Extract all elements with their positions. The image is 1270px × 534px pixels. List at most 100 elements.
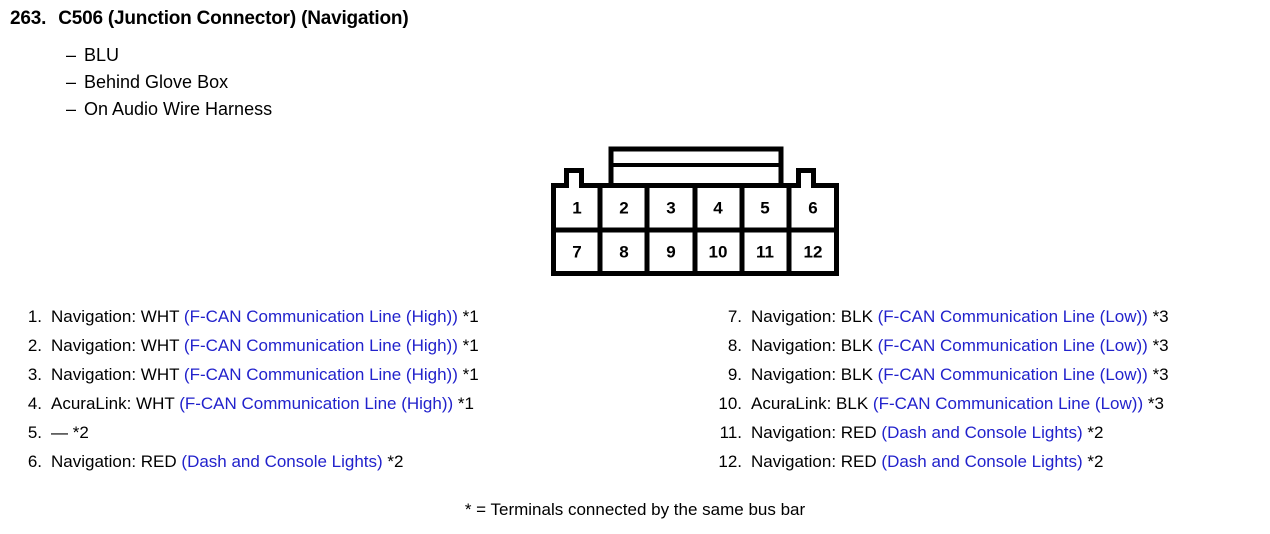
pin-cell-12: 12 bbox=[804, 242, 823, 261]
pin-footnote-marker: *3 bbox=[1147, 394, 1164, 413]
pin-cell-6: 6 bbox=[808, 198, 817, 217]
title-number: 263. bbox=[10, 8, 47, 29]
footnote: * = Terminals connected by the same bus … bbox=[464, 500, 806, 519]
pin-row: 8. Navigation: BLK (F-CAN Communication … bbox=[714, 336, 1270, 365]
pin-description: Navigation: WHT (F-CAN Communication Lin… bbox=[51, 336, 479, 356]
pin-row: 10. AcuraLink: BLK (F-CAN Communication … bbox=[714, 394, 1270, 423]
pin-circuit: AcuraLink: WHT bbox=[51, 394, 175, 413]
pin-description: Navigation: RED (Dash and Console Lights… bbox=[751, 423, 1104, 443]
pin-footnote-marker: *2 bbox=[1087, 452, 1104, 471]
dash-marker: – bbox=[66, 45, 77, 65]
pin-footnote-marker: *1 bbox=[462, 365, 479, 384]
pin-number: 12. bbox=[718, 452, 742, 471]
dash-marker: – bbox=[66, 99, 77, 119]
pin-cell-4: 4 bbox=[713, 198, 723, 217]
connector-attributes: –BLU –Behind Glove Box –On Audio Wire Ha… bbox=[66, 42, 272, 123]
pin-signal: (F-CAN Communication Line (Low)) bbox=[877, 336, 1148, 355]
connector-latch-tab bbox=[608, 146, 784, 189]
title-text: C506 (Junction Connector) (Navigation) bbox=[58, 8, 409, 29]
pin-cell-10: 10 bbox=[709, 242, 728, 261]
pin-number: 8. bbox=[727, 336, 742, 355]
pin-circuit: Navigation: BLK bbox=[751, 365, 873, 384]
attribute-label: On Audio Wire Harness bbox=[84, 99, 273, 119]
pin-footnote-marker: *1 bbox=[457, 394, 474, 413]
pin-circuit: Navigation: WHT bbox=[51, 365, 180, 384]
pin-signal: (F-CAN Communication Line (Low)) bbox=[872, 394, 1144, 413]
pin-signal: (Dash and Console Lights) bbox=[881, 423, 1083, 442]
pin-number: 9. bbox=[727, 365, 742, 384]
pin-circuit: — bbox=[51, 423, 68, 442]
pin-row: 6. Navigation: RED (Dash and Console Lig… bbox=[14, 452, 614, 481]
pin-cell-1: 1 bbox=[572, 198, 581, 217]
pin-circuit: AcuraLink: BLK bbox=[751, 394, 869, 413]
pin-circuit: Navigation: BLK bbox=[751, 336, 873, 355]
pin-description: — *2 bbox=[51, 423, 89, 443]
pin-footnote-marker: *2 bbox=[387, 452, 404, 471]
pin-number: 2. bbox=[27, 336, 42, 355]
pin-row: 9. Navigation: BLK (F-CAN Communication … bbox=[714, 365, 1270, 394]
pin-description: Navigation: BLK (F-CAN Communication Lin… bbox=[751, 336, 1169, 356]
pin-description: Navigation: RED (Dash and Console Lights… bbox=[751, 452, 1104, 472]
page-title: 263. C506 (Junction Connector) (Navigatio… bbox=[10, 8, 409, 30]
pin-signal: (F-CAN Communication Line (High)) bbox=[183, 336, 458, 355]
pin-cell-9: 9 bbox=[666, 242, 675, 261]
attribute-item: –BLU bbox=[66, 42, 272, 69]
pin-cell-11: 11 bbox=[756, 242, 774, 261]
pin-circuit: Navigation: WHT bbox=[51, 336, 180, 355]
pin-description: AcuraLink: BLK (F-CAN Communication Line… bbox=[751, 394, 1164, 414]
pin-signal: (Dash and Console Lights) bbox=[181, 452, 383, 471]
pin-number: 10. bbox=[718, 394, 742, 413]
pin-number: 3. bbox=[27, 365, 42, 384]
connector-diagram: 1 2 3 4 5 6 7 8 9 10 11 12 bbox=[549, 143, 841, 278]
pin-circuit: Navigation: BLK bbox=[751, 307, 873, 326]
pin-cell-7: 7 bbox=[572, 242, 581, 261]
pin-cell-2: 2 bbox=[619, 198, 628, 217]
pin-description: Navigation: BLK (F-CAN Communication Lin… bbox=[751, 365, 1169, 385]
pin-description: AcuraLink: WHT (F-CAN Communication Line… bbox=[51, 394, 474, 414]
pin-signal: (F-CAN Communication Line (High)) bbox=[179, 394, 454, 413]
pin-cell-5: 5 bbox=[760, 198, 769, 217]
pin-list-left: 1. Navigation: WHT (F-CAN Communication … bbox=[14, 307, 614, 481]
pin-row: 3. Navigation: WHT (F-CAN Communication … bbox=[14, 365, 614, 394]
pin-number: 7. bbox=[727, 307, 742, 326]
pin-row: 4. AcuraLink: WHT (F-CAN Communication L… bbox=[14, 394, 614, 423]
pin-list-right: 7. Navigation: BLK (F-CAN Communication … bbox=[714, 307, 1270, 481]
pin-number: 4. bbox=[27, 394, 42, 413]
attribute-label: Behind Glove Box bbox=[84, 72, 229, 92]
pin-row: 7. Navigation: BLK (F-CAN Communication … bbox=[714, 307, 1270, 336]
pin-row: 2. Navigation: WHT (F-CAN Communication … bbox=[14, 336, 614, 365]
pin-description: Navigation: WHT (F-CAN Communication Lin… bbox=[51, 365, 479, 385]
pin-circuit: Navigation: RED bbox=[751, 452, 877, 471]
pin-number: 11. bbox=[719, 423, 742, 442]
pin-row: 5. — *2 bbox=[14, 423, 614, 452]
pin-footnote-marker: *3 bbox=[1152, 336, 1169, 355]
pin-footnote-marker: *1 bbox=[462, 307, 479, 326]
pin-description: Navigation: WHT (F-CAN Communication Lin… bbox=[51, 307, 479, 327]
pin-footnote-marker: *3 bbox=[1152, 365, 1169, 384]
pin-signal: (F-CAN Communication Line (High)) bbox=[183, 307, 458, 326]
dash-marker: – bbox=[66, 72, 77, 92]
pin-signal: (Dash and Console Lights) bbox=[881, 452, 1083, 471]
pin-row: 12. Navigation: RED (Dash and Console Li… bbox=[714, 452, 1270, 481]
pin-description: Navigation: BLK (F-CAN Communication Lin… bbox=[751, 307, 1169, 327]
pin-description: Navigation: RED (Dash and Console Lights… bbox=[51, 452, 404, 472]
attribute-item: –Behind Glove Box bbox=[66, 69, 272, 96]
pin-circuit: Navigation: RED bbox=[751, 423, 877, 442]
pin-number: 5. bbox=[27, 423, 42, 442]
pin-signal: (F-CAN Communication Line (Low)) bbox=[877, 307, 1148, 326]
pin-footnote-marker: *2 bbox=[72, 423, 89, 442]
pin-footnote-marker: *3 bbox=[1152, 307, 1169, 326]
pin-number: 6. bbox=[27, 452, 42, 471]
pin-cell-8: 8 bbox=[619, 242, 628, 261]
pin-row: 11. Navigation: RED (Dash and Console Li… bbox=[714, 423, 1270, 452]
pin-row: 1. Navigation: WHT (F-CAN Communication … bbox=[14, 307, 614, 336]
pin-circuit: Navigation: RED bbox=[51, 452, 177, 471]
pin-circuit: Navigation: WHT bbox=[51, 307, 180, 326]
attribute-item: –On Audio Wire Harness bbox=[66, 96, 272, 123]
pin-footnote-marker: *2 bbox=[1087, 423, 1104, 442]
pin-number: 1. bbox=[27, 307, 42, 326]
pin-signal: (F-CAN Communication Line (High)) bbox=[183, 365, 458, 384]
pin-signal: (F-CAN Communication Line (Low)) bbox=[877, 365, 1148, 384]
pin-cell-3: 3 bbox=[666, 198, 675, 217]
attribute-label: BLU bbox=[84, 45, 120, 65]
